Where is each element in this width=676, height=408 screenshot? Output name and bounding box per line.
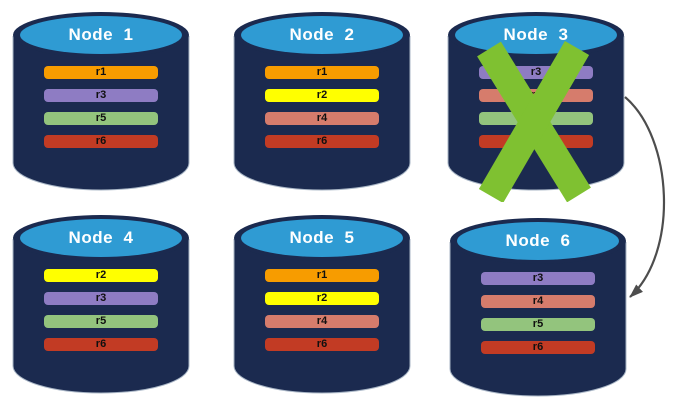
cylinder-top xyxy=(241,16,403,54)
replica-label: r4 xyxy=(532,295,544,307)
replica-bar: r1 xyxy=(265,269,379,282)
cylinder-top xyxy=(457,222,619,260)
replica-list: r1 r2 r4 r6 xyxy=(265,269,379,361)
replica-bar: r5 xyxy=(44,315,158,328)
node-title: Node 3 xyxy=(503,25,569,44)
replica-label: r6 xyxy=(95,135,107,147)
replica-label: r3 xyxy=(95,292,107,304)
replica-label: r1 xyxy=(316,269,328,281)
node-title: Node 1 xyxy=(68,25,134,44)
replica-bar: r6 xyxy=(481,341,595,354)
cylinder-top xyxy=(20,219,182,257)
replica-bar: r5 xyxy=(479,112,593,125)
node-5: Node 5 r1 r2 r4 r6 xyxy=(233,213,411,405)
replica-label: r5 xyxy=(530,112,542,124)
node-6: Node 6 r3 r4 r5 r6 xyxy=(449,216,627,408)
replica-bar: r5 xyxy=(481,318,595,331)
replica-label: r4 xyxy=(530,89,542,101)
replica-bar: r3 xyxy=(481,272,595,285)
replica-label: r1 xyxy=(95,66,107,78)
replica-bar: r4 xyxy=(481,295,595,308)
replica-bar: r1 xyxy=(44,66,158,79)
replica-label: r6 xyxy=(316,338,328,350)
node-1: Node 1 r1 r3 r5 r6 xyxy=(12,10,190,202)
replica-label: r5 xyxy=(532,318,544,330)
replica-list: r1 r2 r4 r6 xyxy=(265,66,379,158)
replica-label: r6 xyxy=(316,135,328,147)
replica-bar: r6 xyxy=(479,135,593,148)
replica-label: r3 xyxy=(530,66,542,78)
replica-bar: r4 xyxy=(265,315,379,328)
replica-label: r5 xyxy=(95,112,107,124)
node-3: Node 3 r3 r4 r5 r6 xyxy=(447,10,625,202)
replica-bar: r6 xyxy=(265,338,379,351)
node-title: Node 2 xyxy=(289,25,355,44)
replica-label: r2 xyxy=(316,89,328,101)
cylinder-outline xyxy=(233,36,411,191)
replica-label: r2 xyxy=(316,292,328,304)
replica-list: r3 r4 r5 r6 xyxy=(479,66,593,158)
replica-bar: r3 xyxy=(44,89,158,102)
cylinder-top xyxy=(241,219,403,257)
replica-bar: r3 xyxy=(44,292,158,305)
node-title: Node 5 xyxy=(289,228,355,247)
replica-bar: r4 xyxy=(265,112,379,125)
replica-label: r6 xyxy=(95,338,107,350)
replica-bar: r2 xyxy=(265,89,379,102)
replica-list: r1 r3 r5 r6 xyxy=(44,66,158,158)
replica-bar: r1 xyxy=(265,66,379,79)
replica-bar: r6 xyxy=(44,338,158,351)
replica-list: r2 r3 r5 r6 xyxy=(44,269,158,361)
replica-label: r3 xyxy=(532,272,544,284)
replica-bar: r5 xyxy=(44,112,158,125)
replica-bar: r4 xyxy=(479,89,593,102)
replica-label: r4 xyxy=(316,112,328,124)
node-title: Node 4 xyxy=(68,228,134,247)
replica-bar: r6 xyxy=(265,135,379,148)
cylinder-top xyxy=(20,16,182,54)
cylinder-outline xyxy=(233,239,411,394)
replica-label: r3 xyxy=(95,89,107,101)
replica-bar: r6 xyxy=(44,135,158,148)
node-title: Node 6 xyxy=(505,231,571,250)
replica-label: r1 xyxy=(316,66,328,78)
replica-list: r3 r4 r5 r6 xyxy=(481,272,595,364)
replica-label: r2 xyxy=(95,269,107,281)
replica-bar: r2 xyxy=(44,269,158,282)
replica-label: r5 xyxy=(95,315,107,327)
cylinder-outline xyxy=(12,239,190,394)
node-4: Node 4 r2 r3 r5 r6 xyxy=(12,213,190,405)
cylinder-outline xyxy=(449,242,627,397)
replica-bar: r3 xyxy=(479,66,593,79)
replica-bar: r2 xyxy=(265,292,379,305)
replica-label: r6 xyxy=(532,341,544,353)
replica-label: r4 xyxy=(316,315,328,327)
cylinder-outline xyxy=(12,36,190,191)
node-2: Node 2 r1 r2 r4 r6 xyxy=(233,10,411,202)
replica-label: r6 xyxy=(530,135,542,147)
